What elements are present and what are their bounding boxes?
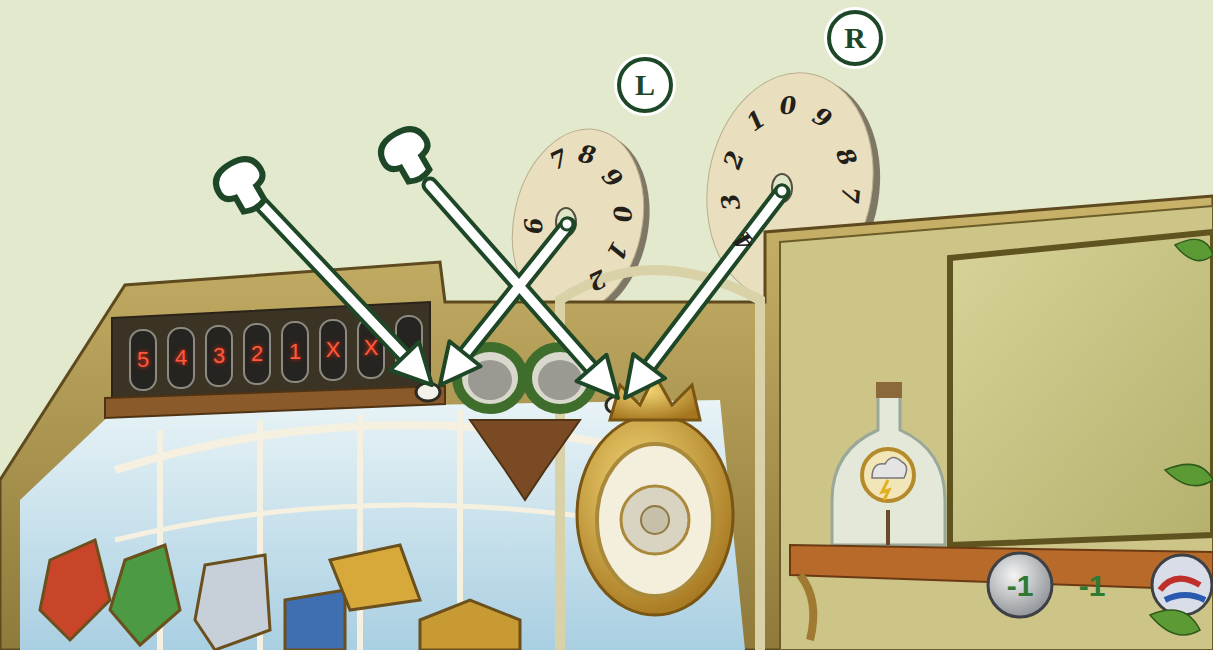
dial-number: 0	[779, 94, 797, 119]
bottle	[832, 382, 945, 545]
dial-letter: R	[844, 23, 866, 53]
tube-digit: X	[364, 337, 379, 359]
peg-hole	[416, 383, 440, 401]
tube-digit: 2	[251, 343, 263, 365]
white-peg	[209, 152, 276, 220]
game-board	[0, 196, 1213, 650]
arrows	[262, 185, 788, 398]
white-peg	[374, 122, 441, 190]
modifier-value: -1	[1079, 571, 1106, 601]
tube-digit: 4	[175, 347, 187, 369]
tube-digit: X	[326, 339, 341, 361]
tube-digit: 3	[213, 345, 225, 367]
dial-letter: L	[635, 70, 655, 100]
tube-digit: 1	[289, 341, 301, 363]
dial-badge: L	[617, 57, 673, 113]
dial-number: 6	[521, 216, 546, 235]
coin	[988, 553, 1052, 617]
dial-number: 0	[609, 205, 634, 224]
dial-badge: R	[827, 10, 883, 66]
tube-digit: 5	[137, 349, 149, 371]
modifier-value: -1	[1007, 571, 1034, 601]
icon	[1152, 555, 1212, 615]
dial-number: 7	[837, 186, 862, 205]
crown-medallion	[577, 375, 733, 615]
